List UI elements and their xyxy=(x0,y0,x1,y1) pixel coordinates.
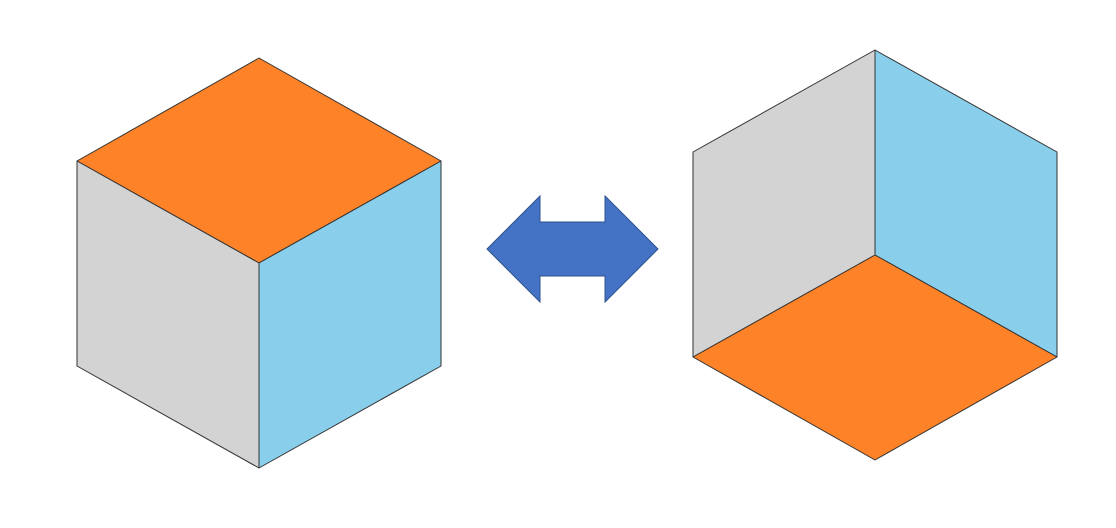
cube-right-face xyxy=(258,160,442,469)
double-arrow-icon xyxy=(486,194,659,304)
concave-corner xyxy=(692,49,1058,461)
corner-floor xyxy=(692,254,1058,461)
convex-cube xyxy=(76,57,442,469)
